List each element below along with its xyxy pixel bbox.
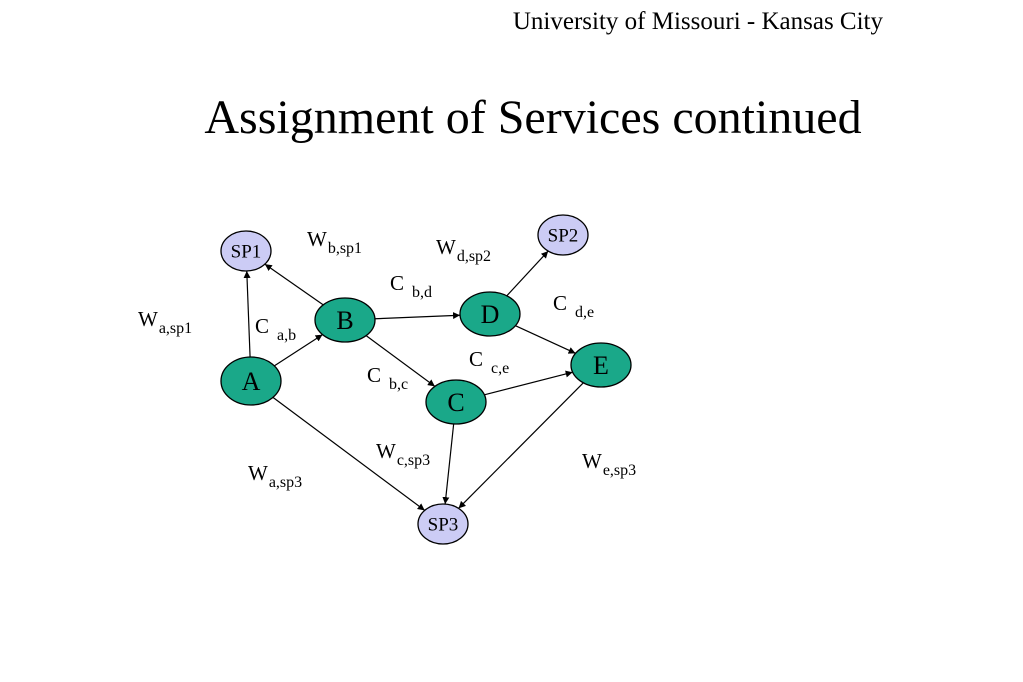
node-shape-c [425, 379, 487, 425]
node-label-d: D [481, 300, 500, 329]
edge-e-sp3 [458, 382, 584, 509]
edge-b-c [365, 335, 436, 387]
edge-b-sp1 [264, 263, 324, 306]
node-label-b: B [336, 306, 353, 335]
node-label-sp1: SP1 [231, 241, 262, 262]
slide-title: Assignment of Services continued [204, 91, 862, 144]
header-university: University of Missouri - Kansas City [512, 8, 883, 35]
node-sp3: SP3 [417, 503, 469, 545]
node-shape-a [220, 356, 282, 406]
edges-layer [243, 250, 584, 511]
node-label-sp3: SP3 [428, 514, 459, 535]
edge-d-sp2 [506, 250, 549, 297]
node-label-e: E [593, 351, 609, 380]
node-shape-sp1 [220, 230, 272, 272]
edge-a-b [273, 334, 323, 367]
edge-label-a-sp1: Wa,sp1 [138, 307, 192, 337]
edge-a-sp3 [272, 396, 426, 511]
edge-label-c-sp3: Wc,sp3 [376, 439, 430, 469]
node-d: D [459, 291, 521, 337]
edge-label-d-sp2: Wd,sp2 [436, 235, 491, 265]
edge-a-sp1 [243, 270, 251, 358]
node-shape-sp3 [417, 503, 469, 545]
edge-label-b-sp1: Wb,sp1 [307, 227, 362, 257]
node-sp1: SP1 [220, 230, 272, 272]
edge-d-e [515, 325, 576, 354]
node-label-c: C [447, 388, 464, 417]
edge-label-e-sp3: We,sp3 [582, 449, 636, 479]
edge-c-e [484, 370, 573, 396]
node-shape-d [459, 291, 521, 337]
node-e: E [570, 342, 632, 388]
edge-b-d [374, 312, 461, 320]
edge-c-sp3 [442, 423, 455, 505]
node-c: C [425, 379, 487, 425]
node-shape-sp2 [537, 214, 589, 256]
node-shape-b [314, 297, 376, 343]
edge-label-a-sp3: Wa,sp3 [248, 461, 302, 491]
node-sp2: SP2 [537, 214, 589, 256]
node-b: B [314, 297, 376, 343]
node-label-sp2: SP2 [548, 225, 579, 246]
node-label-a: A [242, 367, 261, 396]
node-shape-e [570, 342, 632, 388]
node-a: A [220, 356, 282, 406]
